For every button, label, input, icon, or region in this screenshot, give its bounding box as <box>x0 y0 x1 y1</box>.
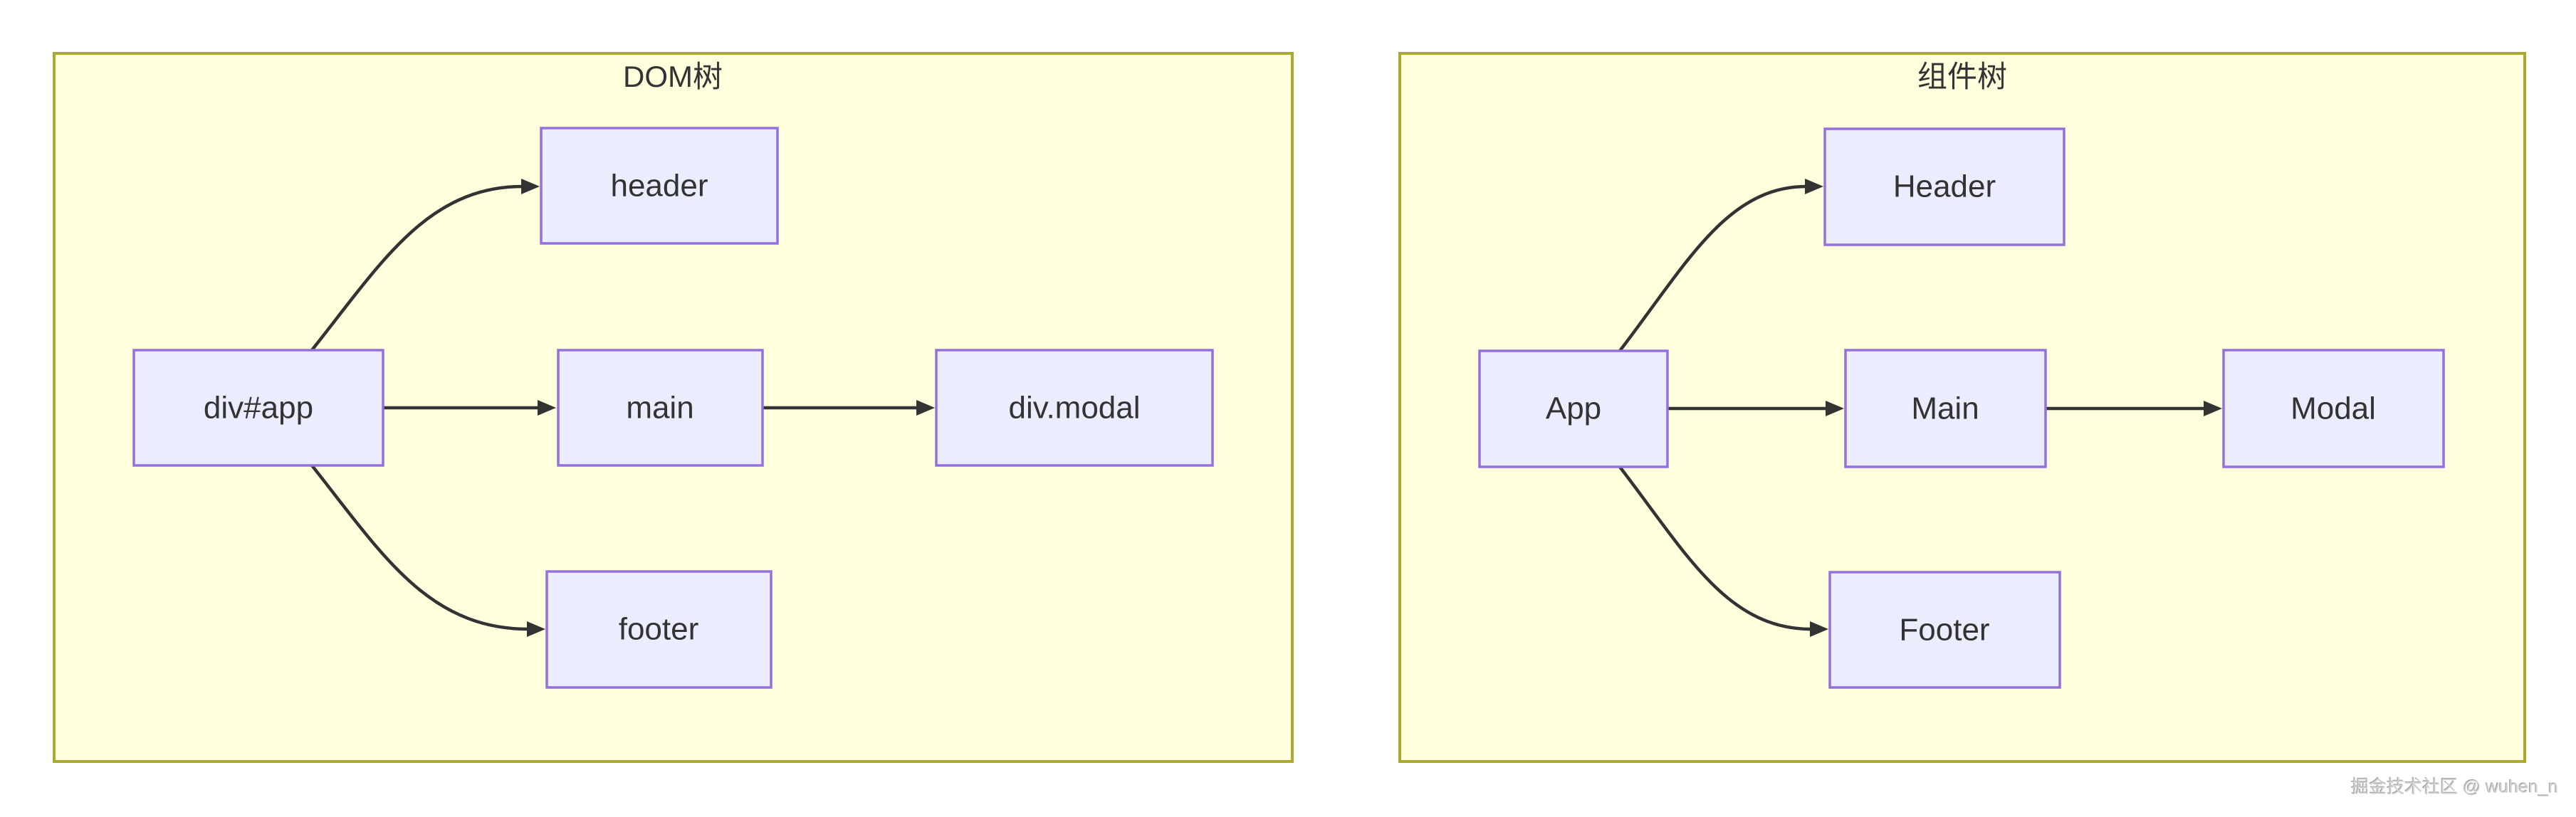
edge-divapp-to-header <box>310 184 523 352</box>
arrowhead-divapp-to-header <box>521 179 540 194</box>
node-footer-component: Footer <box>1828 571 2061 689</box>
node-div-modal-box <box>935 349 1214 467</box>
node-app-box <box>1478 349 1669 468</box>
node-div-app: div#app <box>132 349 384 467</box>
node-div-modal: div.modal <box>935 349 1214 467</box>
arrowhead-app-to-main <box>1826 401 1844 416</box>
node-main: main <box>557 349 764 467</box>
component-tree-panel: 组件树 App Header Main <box>1398 52 2526 763</box>
node-footer-box <box>545 570 773 689</box>
node-footer-component-box <box>1828 571 2061 689</box>
arrowhead-app-to-footer <box>1810 621 1828 637</box>
node-main-component: Main <box>1844 349 2047 468</box>
dom-tree-title: DOM树 <box>623 60 723 93</box>
arrowhead-divapp-to-main <box>538 400 556 416</box>
node-main-component-box <box>1844 349 2047 468</box>
watermark: 掘金技术社区 @ wuhen_n <box>2351 777 2558 797</box>
edge-app-to-footer <box>1618 465 1812 631</box>
node-app-label: App <box>1546 391 1601 426</box>
node-app: App <box>1478 349 1669 468</box>
node-div-app-label: div#app <box>204 391 313 426</box>
arrowhead-main-to-modal <box>2204 401 2222 416</box>
arrowhead-app-to-header <box>1805 179 1823 194</box>
arrowhead-main-to-divmodal <box>916 400 935 416</box>
node-footer-label: footer <box>619 612 699 647</box>
node-modal-component: Modal <box>2222 349 2445 468</box>
dom-tree-panel: DOM树 div#app header main <box>53 52 1294 763</box>
node-main-label: main <box>626 391 693 426</box>
node-main-box <box>557 349 764 467</box>
node-header-component-label: Header <box>1893 169 1996 204</box>
node-header-box <box>540 127 779 245</box>
edge-app-to-header <box>1618 184 1807 352</box>
edge-divapp-to-footer <box>310 464 529 631</box>
node-div-modal-label: div.modal <box>1008 391 1140 426</box>
node-header-component-box <box>1823 127 2065 246</box>
node-div-app-box <box>132 349 384 467</box>
node-main-component-label: Main <box>1911 391 1979 426</box>
node-footer-component-label: Footer <box>1899 613 1989 648</box>
node-footer: footer <box>545 570 773 689</box>
arrowhead-divapp-to-footer <box>527 621 545 637</box>
component-tree-title: 组件树 <box>1917 60 2007 93</box>
node-header-component: Header <box>1823 127 2065 246</box>
node-header: header <box>540 127 779 245</box>
node-header-label: header <box>610 169 708 204</box>
node-modal-component-box <box>2222 349 2445 468</box>
node-modal-component-label: Modal <box>2290 391 2376 426</box>
